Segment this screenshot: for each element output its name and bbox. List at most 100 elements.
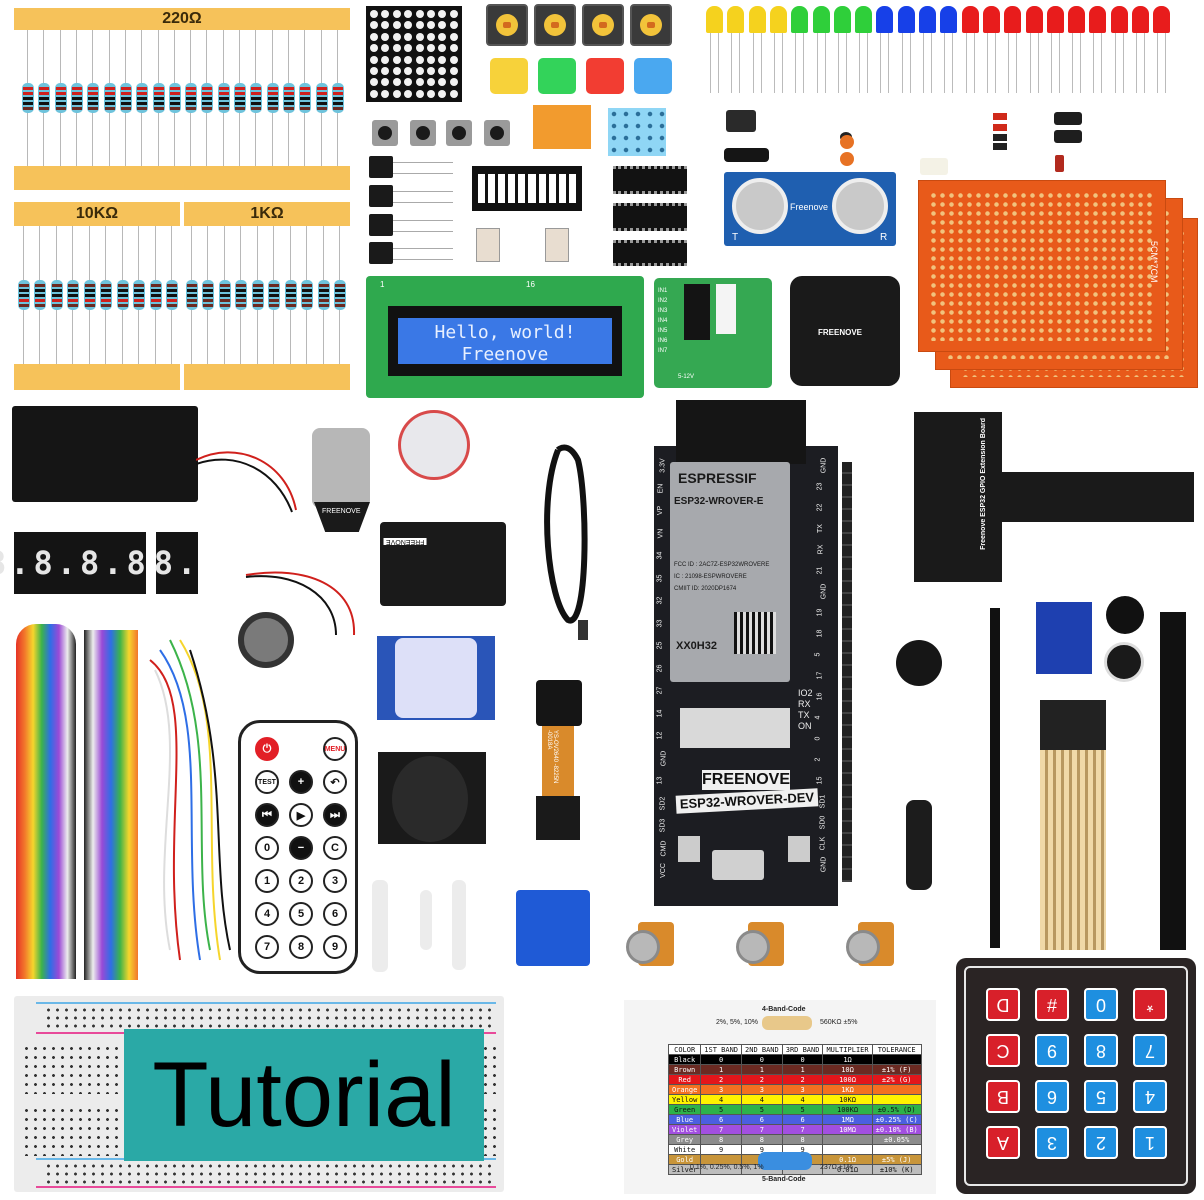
color-code-4band-title: 4-Band-Code <box>762 1006 806 1013</box>
resistor <box>217 30 230 166</box>
color-code-header-cell: 2ND BAND <box>741 1044 783 1055</box>
audio-module-brand: FREENOVE <box>384 538 427 545</box>
resistor-1k-row <box>186 226 346 364</box>
color-code-header-cell: TOLERANCE <box>871 1044 922 1055</box>
button-cap <box>490 58 528 94</box>
resistor-10k-bottom-tape <box>14 364 180 390</box>
transistor-1 <box>369 156 453 178</box>
lcd1602-display: Hello, world! Freenove 1 16 <box>366 276 644 398</box>
resistor <box>83 226 96 364</box>
ultrasonic-t-label: T <box>732 232 739 243</box>
seven-segment-1-digit: 8. <box>154 532 198 594</box>
matrix-led <box>438 78 447 87</box>
color-code-cell: Black <box>667 1054 702 1065</box>
ir-receiver <box>726 110 756 132</box>
perfboard-size-label: 5CM*7CM <box>1149 241 1159 283</box>
color-code-cell <box>871 1094 922 1105</box>
matrix-led <box>392 44 401 53</box>
resistor <box>250 30 263 166</box>
color-code-cell: 5 <box>781 1104 824 1115</box>
color-code-cell: Blue <box>667 1114 702 1125</box>
color-code-5band-example: 237Ω ±1% <box>820 1164 853 1171</box>
bar-segment <box>508 174 516 203</box>
color-code-header-cell: 3RD BAND <box>781 1044 824 1055</box>
resistor <box>34 226 47 364</box>
matrix-led <box>392 55 401 64</box>
esp32-led-label: IO2 <box>798 688 813 698</box>
color-code-cell: 1Ω <box>822 1054 873 1065</box>
color-code-cell: Gold <box>667 1154 702 1165</box>
matrix-led <box>438 32 447 41</box>
keypad-key: * <box>1133 988 1167 1021</box>
esp32-pin-label: SD2 <box>659 796 667 810</box>
esp32-pin-label: GND <box>660 750 668 766</box>
remote-button: TEST <box>255 770 279 794</box>
matrix-led <box>438 10 447 18</box>
resistor <box>38 30 51 166</box>
resistor-220-row <box>22 30 344 166</box>
esp32-pin-label: RX <box>817 544 825 555</box>
ribbon-jumper-cable-2 <box>84 630 138 980</box>
stepper-voltage-label: 5-12V <box>678 374 695 380</box>
matrix-led <box>370 89 378 98</box>
led-red <box>961 6 979 93</box>
matrix-led <box>370 10 378 18</box>
resistor-220-bottom-tape <box>14 166 350 190</box>
color-code-cell: 4 <box>741 1094 783 1105</box>
led-red <box>1046 6 1064 93</box>
esp32-pin-label: 0 <box>814 736 822 741</box>
esp32-pin-label: SD1 <box>819 794 827 809</box>
resistor <box>168 30 181 166</box>
resistor <box>87 30 100 166</box>
color-code-header-cell: 1ST BAND <box>700 1044 743 1055</box>
resistor <box>70 30 83 166</box>
slide-switch-2 <box>545 228 569 262</box>
matrix-led <box>392 89 401 98</box>
color-code-cell <box>822 1134 873 1145</box>
resistor-10k-label-tape: 10KΩ <box>14 202 180 226</box>
esp32-pin-label: CMD <box>660 840 668 856</box>
matrix-led <box>438 89 447 98</box>
resistor-5band-illustration <box>758 1152 812 1170</box>
color-code-4band-tolerance: 2%, 5%, 10% <box>716 1019 759 1026</box>
bar-segment <box>538 174 546 203</box>
remote-button: 3 <box>323 869 347 893</box>
keypad-key: C <box>986 1034 1020 1067</box>
resistor <box>119 30 132 166</box>
esp32-board-brand: FREENOVE <box>702 770 791 790</box>
remote-button: ▶ <box>289 803 313 827</box>
color-code-cell: 1MΩ <box>822 1114 873 1125</box>
color-code-cell: ±2% (G) <box>871 1074 922 1085</box>
resistor <box>284 226 297 364</box>
stepper-input-label: IN2 <box>658 298 668 304</box>
keypad-key: 7 <box>1133 1034 1167 1067</box>
dht11-sensor <box>608 108 666 156</box>
motor-board: FREENOVE <box>314 502 370 532</box>
led-blue <box>940 6 958 93</box>
remote-button: ⏻ <box>255 737 279 761</box>
transistor-2 <box>369 185 453 207</box>
esp32-pin-label: VCC <box>659 863 667 878</box>
matrix-led <box>415 78 424 87</box>
female-pin-header <box>1160 612 1186 950</box>
matrix-led <box>370 55 378 64</box>
rectifier-diode-1 <box>993 134 1007 141</box>
remote-button: 2 <box>289 869 313 893</box>
esp32-pin-label: 26 <box>656 664 664 672</box>
ic-chip-3 <box>613 240 687 266</box>
esp32-pin-label: TX <box>816 524 824 533</box>
esp32-pin-label: GND <box>820 856 828 873</box>
color-code-cell: 10KΩ <box>822 1094 873 1105</box>
matrix-led <box>415 44 424 53</box>
lcd-pin-end: 16 <box>526 280 535 289</box>
color-code-5band-title: 5-Band-Code <box>762 1176 806 1183</box>
lcd-pin-start: 1 <box>380 280 385 289</box>
stepper-input-label: IN4 <box>658 318 668 324</box>
button-cap <box>634 58 672 94</box>
color-code-cell: ±5% (J) <box>871 1154 922 1165</box>
esp32-pin-label: 33 <box>656 619 664 627</box>
keypad-key: 6 <box>1035 1080 1069 1113</box>
